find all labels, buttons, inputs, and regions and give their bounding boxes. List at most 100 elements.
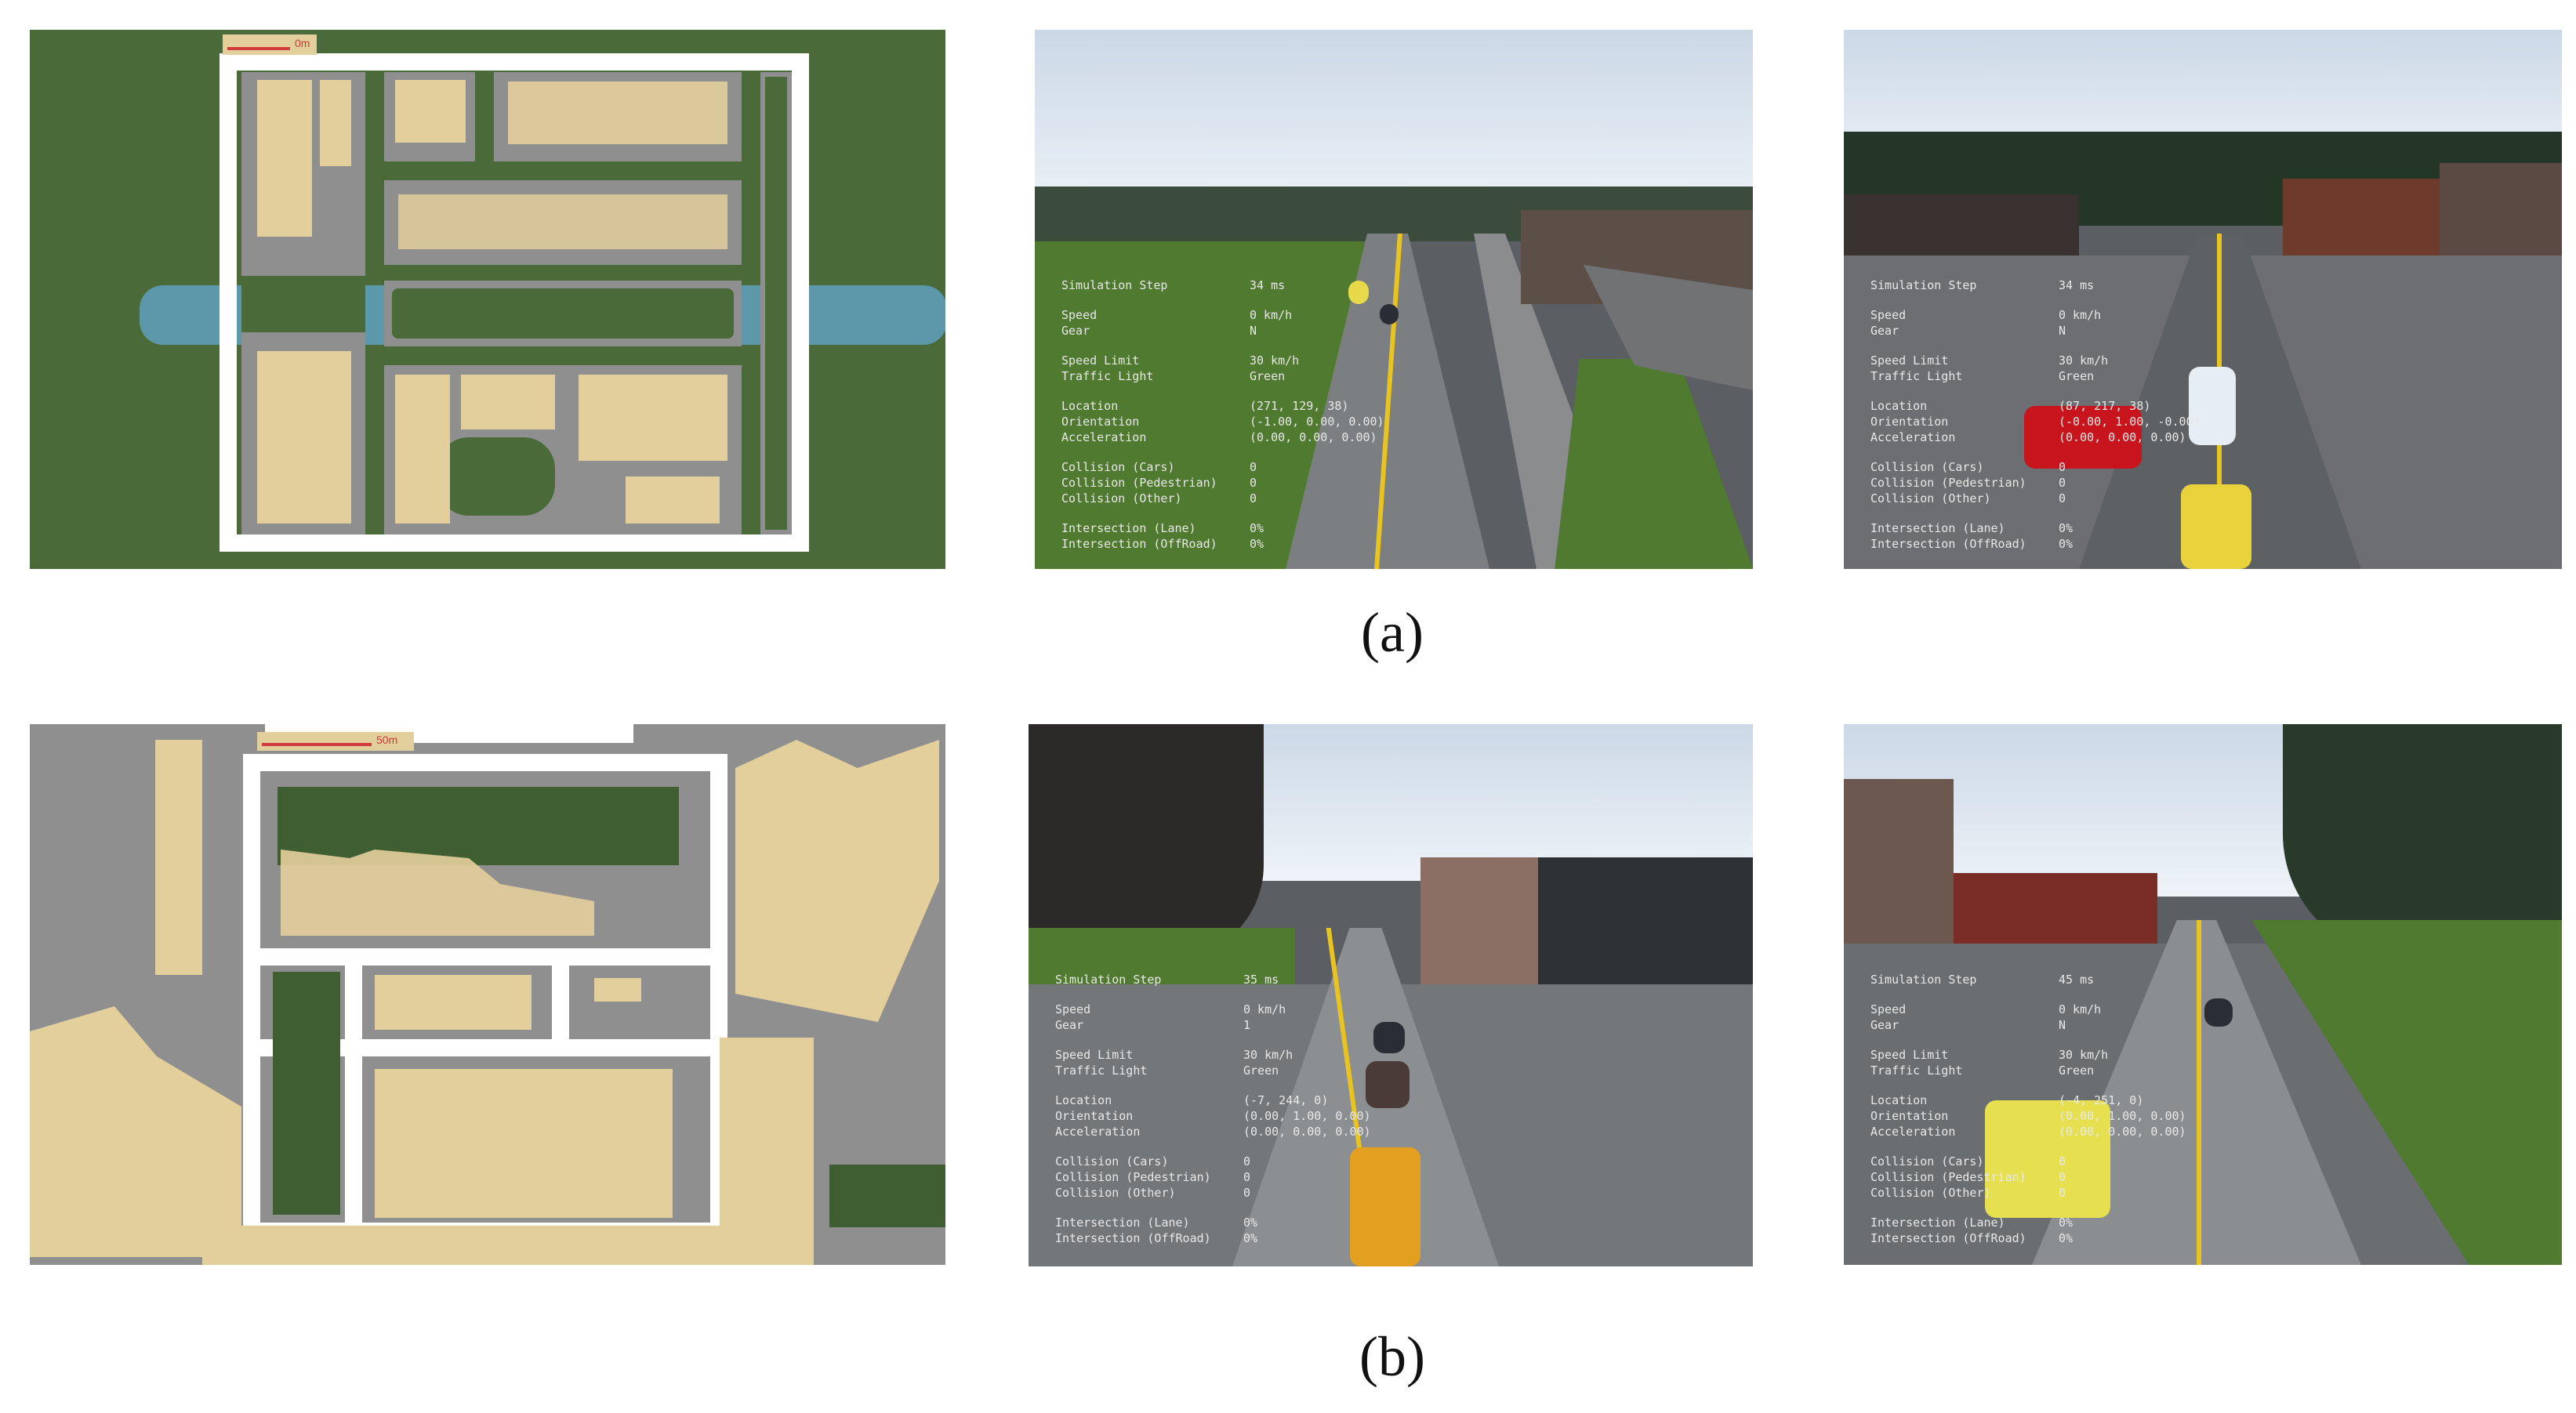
hud-group: Location(87, 217, 38)Orientation(-0.00, … [1870, 398, 2200, 445]
hud-row-collision-ped: Collision (Pedestrian)0 [1870, 1169, 2186, 1185]
road [260, 1039, 710, 1056]
hud-label: Collision (Pedestrian) [1870, 476, 2026, 490]
hud-value: 1 [1243, 1018, 1251, 1032]
hud-group: Location(-7, 244, 0)Orientation(0.00, 1.… [1055, 1092, 1371, 1139]
hud-label: Intersection (OffRoad) [1055, 1231, 1211, 1245]
hud-row-orientation: Orientation(0.00, 1.00, 0.00) [1055, 1108, 1371, 1124]
scale-bar: 50m [257, 732, 414, 751]
hud-row-int-offroad: Intersection (OffRoad) 0% [1870, 1230, 2186, 1246]
hud-label: Gear [1061, 324, 1090, 338]
hud-label: Collision (Other) [1061, 491, 1182, 505]
hud-label: Gear [1055, 1018, 1084, 1032]
hud-label: Traffic Light [1061, 369, 1154, 383]
hud-value: 0% [1250, 537, 1264, 551]
hud-label: Collision (Pedestrian) [1870, 1170, 2026, 1184]
hud-label: Acceleration [1055, 1125, 1141, 1139]
caption-a: (a) [1361, 601, 1424, 664]
hud-row-speed: Speed 0 km/h [1870, 307, 2200, 323]
building [375, 1069, 673, 1218]
hud-label: Speed [1870, 308, 1907, 322]
hud-row-gear: Gear N [1061, 323, 1384, 339]
building [257, 80, 312, 237]
hud-value: Green [1250, 369, 1286, 383]
hud-value: 0% [2059, 1231, 2073, 1245]
hud-label: Simulation Step [1061, 278, 1168, 292]
building [594, 978, 641, 1002]
building [375, 975, 532, 1030]
building [257, 351, 351, 524]
hud-value: 30 km/h [2059, 353, 2109, 368]
hud-label: Orientation [1870, 1109, 1949, 1123]
hud-label: Intersection (Lane) [1055, 1216, 1190, 1230]
hud-value: 0 [1250, 460, 1257, 474]
hud-label: Simulation Step [1055, 973, 1162, 987]
hud-row-location: Location(87, 217, 38) [1870, 398, 2200, 414]
hud-label: Intersection (OffRoad) [1870, 1231, 2026, 1245]
car [2204, 998, 2233, 1027]
hud-value: (0.00, 1.00, 0.00) [1243, 1109, 1371, 1123]
hud-value: 0 [1250, 476, 1257, 490]
hud-row-location: Location(271, 129, 38) [1061, 398, 1384, 414]
center-line [2197, 920, 2201, 1265]
park [273, 972, 340, 1215]
hud-value: 0 [1243, 1186, 1251, 1200]
hud-label: Acceleration [1061, 430, 1147, 444]
car [1366, 1061, 1410, 1108]
hud-label: Location [1870, 1093, 1928, 1107]
block-grass [392, 288, 734, 339]
hud-row-collision-cars: Collision (Cars)0 [1870, 1154, 2186, 1169]
hud-label: Speed [1870, 1002, 1907, 1016]
hud-value: 0 [2059, 1186, 2066, 1200]
hud-value: Green [2059, 369, 2095, 383]
hud-value: N [2059, 324, 2066, 338]
hud-label: Collision (Pedestrian) [1061, 476, 1217, 490]
building [579, 375, 727, 461]
hud-group: Location(271, 129, 38)Orientation(-1.00,… [1061, 398, 1384, 445]
hud-label: Traffic Light [1870, 1063, 1963, 1078]
hud-row-collision-cars: Collision (Cars)0 [1870, 459, 2200, 475]
caption-b: (b) [1359, 1325, 1425, 1388]
building [720, 1038, 814, 1234]
hud-row-collision-ped: Collision (Pedestrian)0 [1055, 1169, 1371, 1185]
hud-value: 0 [1243, 1154, 1251, 1168]
map-b: 50m [30, 724, 945, 1265]
hud-row-collision-other: Collision (Other)0 [1055, 1185, 1371, 1201]
hud-value: 34 ms [2059, 278, 2095, 292]
hud-row-gear: Gear 1 [1055, 1017, 1371, 1033]
hud-value: 0% [1243, 1231, 1258, 1245]
building [398, 194, 727, 249]
hud-group: Intersection (Lane)0%Intersection (OffRo… [1870, 520, 2200, 552]
car [1348, 281, 1369, 304]
hud-row-int-lane: Intersection (Lane)0% [1061, 520, 1384, 536]
hud-value: 0 km/h [2059, 308, 2102, 322]
scale-bar-label: 50m [376, 734, 398, 746]
yellow-car [2181, 484, 2251, 569]
hud-value: N [1250, 324, 1257, 338]
hud-label: Intersection (Lane) [1870, 1216, 2005, 1230]
hud-label: Speed [1055, 1002, 1091, 1016]
hud-row-acceleration: Acceleration(0.00, 0.00, 0.00) [1061, 429, 1384, 445]
hud-value: 0% [2059, 537, 2073, 551]
hud-value: 0% [1250, 521, 1264, 535]
hud-label: Speed Limit [1061, 353, 1140, 368]
